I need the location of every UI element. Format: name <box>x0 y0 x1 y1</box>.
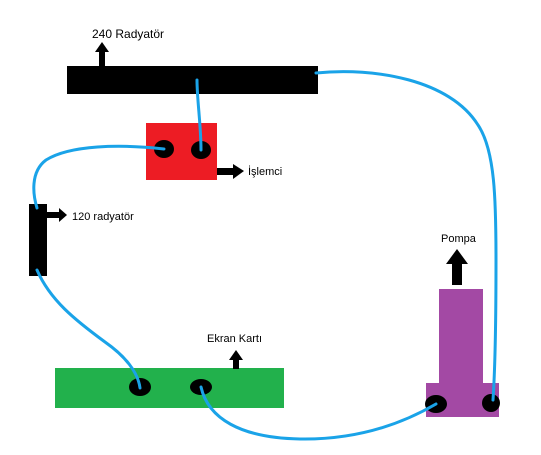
gpu-label: Ekran Kartı <box>207 333 262 345</box>
pump-port-right <box>482 394 500 412</box>
tube-cpu-to-radiator120 <box>32 144 166 210</box>
radiator-240-label: 240 Radyatör <box>92 27 164 41</box>
gpu-arrow <box>229 350 243 369</box>
gpu-block <box>55 368 284 408</box>
coolant-tubes <box>32 70 498 441</box>
pump-arrow <box>446 249 468 285</box>
pump-label: Pompa <box>441 233 477 245</box>
cpu-arrow <box>217 164 244 179</box>
radiator-120-arrow <box>47 208 67 222</box>
tube-radiator240-to-cpu <box>195 78 203 152</box>
radiator-120-bar <box>29 204 47 276</box>
cpu-label: İşlemci <box>248 165 282 178</box>
radiator-240-arrow <box>95 42 109 66</box>
radiator-240-bar <box>67 66 318 94</box>
tube-radiator120-to-gpu <box>35 268 142 390</box>
tube-gpu-to-pump <box>199 385 438 441</box>
radiator-120-label: 120 radyatör <box>72 211 134 223</box>
tube-radiator240-to-pump <box>314 70 498 402</box>
pump-body <box>426 289 499 417</box>
